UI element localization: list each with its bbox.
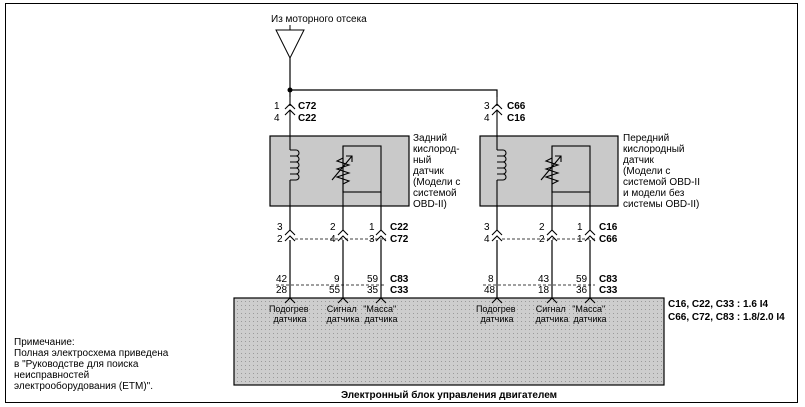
legend-line-2: C66, C72, C83 : 1.8/2.0 I4 [668,312,785,323]
front-ecu-pin-2a: 43 [538,274,550,285]
front-top-conn-upper: C66 [507,101,526,112]
front-ecu-pin-3a: 59 [576,274,588,285]
front-mid-pin-2a: 2 [539,222,545,233]
front-ecu-conn-upper: C83 [599,274,618,285]
rear-mid-pin-2b: 4 [330,234,336,245]
front-mid-pin-1a: 3 [484,222,490,233]
note-block: Примечание: Полная электросхема приведен… [14,337,168,392]
rear-mid-pin-3a: 1 [369,222,375,233]
note-line-2: в "Руководстве для поиска [14,359,139,370]
supply-wire-front [290,89,498,97]
front-ecu-pin-1b: 48 [484,285,496,296]
front-ground-function-label: "Масса" датчика [572,304,608,324]
rear-top-connector-icon [284,97,296,136]
front-ecu-pin-2b: 18 [538,285,550,296]
rear-mid-pin-1b: 2 [277,234,283,245]
rear-ecu-pin-3a: 59 [367,274,379,285]
front-top-pin-lower: 4 [484,113,490,124]
front-heater-coil-icon [496,136,507,206]
rear-mid-conn-upper: C22 [390,222,409,233]
front-mid-conn-lower: C66 [599,234,618,245]
front-mid-pin-3b: 1 [577,234,583,245]
front-sensor-element-icon [540,145,591,206]
note-title: Примечание: [14,337,75,348]
front-mid-pin-2b: 2 [539,234,545,245]
rear-heater-function-label: Подогрев датчика [269,304,311,324]
ecu-module [233,297,665,386]
rear-ecu-pin-1b: 28 [276,285,288,296]
front-mid-pin-3a: 1 [577,222,583,233]
note-line-1: Полная электросхема приведена [14,348,169,359]
rear-top-conn-upper: C72 [298,101,317,112]
rear-top-pin-upper: 1 [274,101,280,112]
front-mid-pin-1b: 4 [484,234,490,245]
front-top-conn-lower: C16 [507,113,526,124]
rear-ecu-pin-2b: 55 [329,285,341,296]
rear-mid-pin-1a: 3 [277,222,283,233]
rear-mid-pin-3b: 3 [369,234,375,245]
mid-connector-chevrons-icon [284,229,596,242]
front-top-pin-upper: 3 [484,101,490,112]
diagram-frame [5,3,798,403]
rear-heater-coil-icon [289,136,300,206]
source-label: Из моторного отсека [271,14,367,25]
front-sensor-label: Передний кислородный датчик (Модели с си… [623,133,703,210]
rear-signal-function-label: Сигнал датчика [326,304,359,324]
rear-ecu-conn-upper: C83 [390,274,409,285]
ecu-label: Электронный блок управления двигателем [341,389,557,401]
rear-top-pin-lower: 4 [274,113,280,124]
rear-mid-conn-lower: C72 [390,234,409,245]
rear-top-conn-lower: C22 [298,113,317,124]
front-heater-function-label: Подогрев датчика [476,304,518,324]
rear-mid-pin-2a: 2 [330,222,336,233]
ecu-terminal-icons [284,297,596,304]
front-ecu-pin-3b: 36 [576,285,588,296]
front-ecu-pin-1a: 8 [488,274,494,285]
front-ecu-conn-lower: C33 [599,285,618,296]
sensor-to-ecu-wires [289,206,591,298]
rear-ecu-conn-lower: C33 [390,285,409,296]
rear-ecu-pin-3b: 35 [367,285,379,296]
front-top-connector-icon [491,97,503,136]
legend-line-1: C16, C22, C33 : 1.6 I4 [668,299,768,310]
rear-ground-function-label: "Масса" датчика [363,304,399,324]
rear-sensor-element-icon [331,145,382,206]
source-triangle-icon [275,29,305,60]
front-mid-conn-upper: C16 [599,222,618,233]
rear-sensor-label: Задний кислород- ный датчик (Модели с си… [413,133,463,210]
note-line-3: неисправностей [14,370,90,381]
front-signal-function-label: Сигнал датчика [535,304,568,324]
rear-ecu-pin-2a: 9 [334,274,340,285]
rear-ecu-pin-1a: 42 [276,274,288,285]
note-line-4: электрооборудования (ETM)". [14,381,153,392]
